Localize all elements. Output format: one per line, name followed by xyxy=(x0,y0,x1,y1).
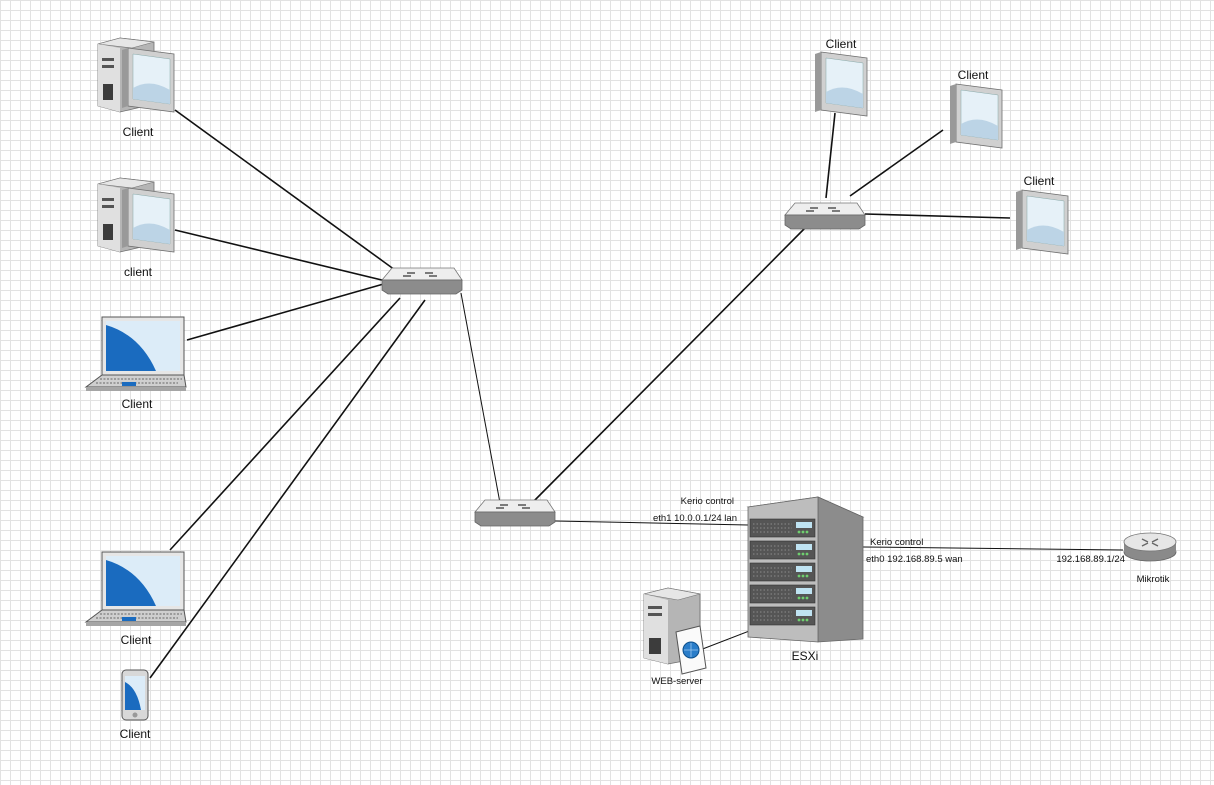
switch-middle[interactable] xyxy=(474,499,556,527)
link-switch-mid-esxi xyxy=(554,520,749,526)
client-phone[interactable]: Client xyxy=(120,669,151,741)
server-rack-icon xyxy=(746,496,865,643)
node-label: Client xyxy=(122,397,153,411)
node-label: Client xyxy=(958,68,989,82)
client-pc-r1[interactable]: Client xyxy=(814,37,868,117)
client-pc-r2[interactable]: Client xyxy=(949,68,1003,149)
wan-link-title: Kerio control xyxy=(870,537,923,548)
node-label: Client xyxy=(120,727,151,741)
node-label: WEB-server xyxy=(651,676,702,687)
node-label: Client xyxy=(123,125,154,139)
desktop-computer-icon xyxy=(949,83,1003,149)
client-pc-1[interactable]: Client xyxy=(97,37,175,139)
mikrotik-ip-label: 192.168.89.1/24 xyxy=(1056,554,1125,565)
desktop-computer-icon xyxy=(814,51,868,117)
node-label: Mikrotik xyxy=(1137,574,1170,585)
desktop-computer-icon xyxy=(97,37,175,113)
link-switch-right-client-r3 xyxy=(864,213,1011,219)
client-pc-2[interactable]: client xyxy=(97,177,175,279)
lan-link-title: Kerio control xyxy=(681,496,734,507)
desktop-computer-icon xyxy=(97,177,175,253)
client-pc-r3[interactable]: Client xyxy=(1015,174,1069,255)
link-switch-right-client-r1 xyxy=(825,112,836,199)
link-client-pc-1-switch xyxy=(174,109,396,271)
laptop-icon xyxy=(85,551,187,627)
web-server[interactable]: WEB-server xyxy=(643,587,707,687)
node-label: Client xyxy=(826,37,857,51)
node-label: ESXi xyxy=(792,649,819,663)
link-switch-left-switch-mid xyxy=(460,292,501,504)
link-laptop-2-switch xyxy=(169,297,401,551)
connections xyxy=(149,109,1124,679)
router-icon xyxy=(1123,532,1177,562)
link-esxi-mikrotik xyxy=(862,546,1124,551)
esxi-server[interactable]: ESXi xyxy=(746,496,865,663)
mikrotik-router[interactable]: Mikrotik xyxy=(1123,532,1177,585)
node-label: Client xyxy=(1024,174,1055,188)
link-laptop-1-switch xyxy=(186,282,388,341)
client-laptop-1[interactable]: Client xyxy=(85,316,187,411)
web-server-icon xyxy=(643,587,707,675)
switch-right[interactable] xyxy=(784,202,866,230)
link-switch-mid-switch-right xyxy=(529,224,809,506)
node-label: Client xyxy=(121,633,152,647)
link-switch-right-client-r2 xyxy=(849,129,944,197)
link-client-pc-2-switch xyxy=(174,229,391,283)
smartphone-icon xyxy=(121,669,149,721)
switch-left[interactable] xyxy=(381,267,463,295)
laptop-icon xyxy=(85,316,187,392)
desktop-computer-icon xyxy=(1015,189,1069,255)
wan-interface-label: eth0 192.168.89.5 wan xyxy=(866,554,963,565)
client-laptop-2[interactable]: Client xyxy=(85,551,187,647)
link-phone-switch xyxy=(149,299,426,679)
lan-interface-label: eth1 10.0.0.1/24 lan xyxy=(653,513,737,524)
node-label: client xyxy=(124,265,153,279)
